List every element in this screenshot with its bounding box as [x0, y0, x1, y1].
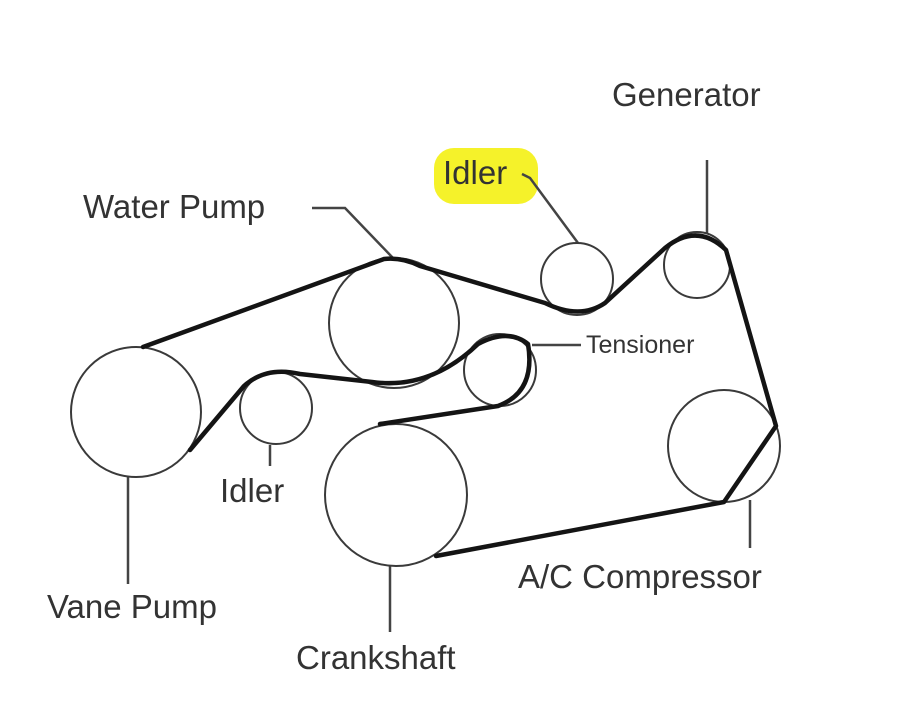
- vane-pump-pulley: [70, 346, 202, 478]
- idler-label-highlight: [434, 148, 538, 204]
- idler-bottom-label: Idler: [220, 472, 284, 509]
- water-pump-pulley: [328, 257, 460, 389]
- ac-compressor-label: A/C Compressor: [518, 558, 762, 595]
- vane-pump-label: Vane Pump: [47, 588, 217, 625]
- leader-lines: [126, 160, 752, 632]
- generator-label: Generator: [612, 76, 761, 113]
- water-pump-leader: [312, 206, 394, 259]
- serpentine-belt: [140, 233, 779, 559]
- idler-top-pulley: [540, 242, 614, 316]
- crankshaft-label: Crankshaft: [296, 639, 456, 676]
- water-pump-label: Water Pump: [83, 188, 265, 225]
- tensioner-label: Tensioner: [586, 331, 694, 359]
- idler-top-leader: [521, 172, 580, 244]
- idler-top-label: Idler: [443, 154, 507, 191]
- crankshaft-pulley: [324, 423, 468, 567]
